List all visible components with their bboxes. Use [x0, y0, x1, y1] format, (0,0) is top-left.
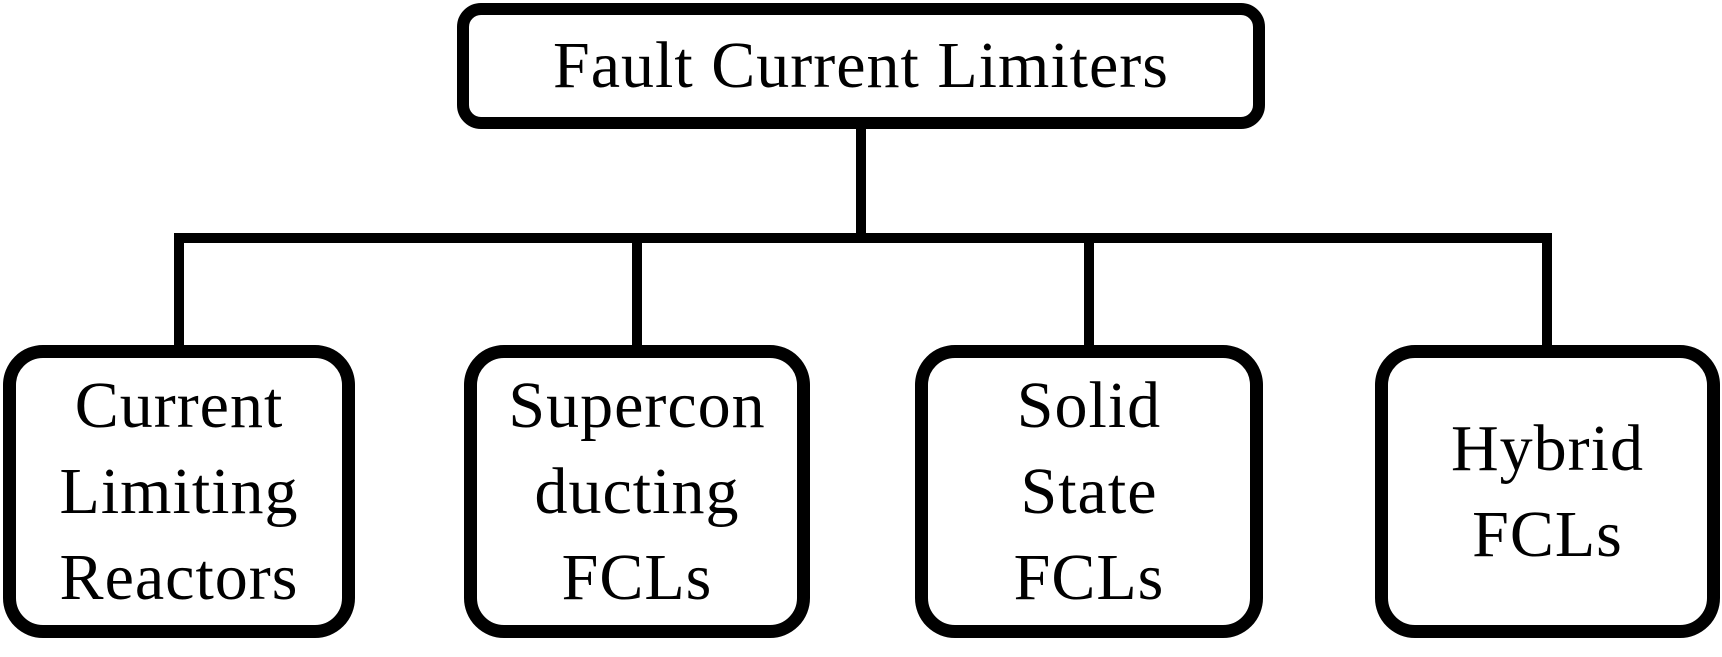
node-solid-state-fcls: Solid State FCLs [915, 345, 1263, 638]
node-fault-current-limiters: Fault Current Limiters [457, 3, 1265, 129]
node-label-line: Reactors [59, 540, 299, 614]
node-label-line: Current [74, 368, 284, 442]
node-label-line: Fault Current Limiters [553, 29, 1169, 102]
node-label-line: Limiting [59, 454, 299, 528]
node-label-line: ducting [534, 454, 740, 528]
node-hybrid-fcls: Hybrid FCLs [1375, 345, 1720, 638]
node-label-line: Solid [1016, 368, 1162, 442]
node-label-line: Supercon [508, 368, 766, 442]
node-superconducting-fcls: Supercon ducting FCLs [464, 345, 810, 638]
node-label-line: State [1020, 454, 1158, 528]
node-current-limiting-reactors: Current Limiting Reactors [3, 345, 355, 638]
node-label-line: FCLs [1013, 540, 1165, 614]
node-label-line: Hybrid [1451, 411, 1644, 485]
node-label-line: FCLs [561, 540, 713, 614]
node-label-line: FCLs [1472, 497, 1623, 571]
